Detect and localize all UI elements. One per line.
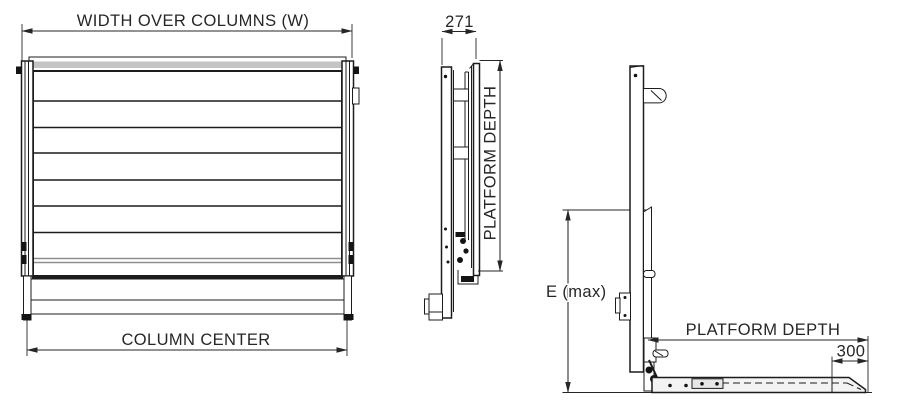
pump-nub <box>615 297 621 314</box>
stowed-platform-panel <box>32 70 343 280</box>
dim-deployed-platform-depth: PLATFORM DEPTH <box>647 321 869 393</box>
crossbar <box>453 88 469 102</box>
dim-300: 300 <box>831 343 869 379</box>
deck-outline <box>651 376 867 394</box>
dim-e-max: E (max) <box>545 209 648 393</box>
column-center-label: COLUMN CENTER <box>121 331 270 349</box>
linkage-pivot <box>460 238 466 244</box>
right-column <box>341 60 360 321</box>
front-view: WIDTH OVER COLUMNS (W) <box>16 12 360 356</box>
bolt-dot <box>715 382 719 386</box>
stowed-depth-value: 271 <box>445 13 474 31</box>
platform-deck <box>651 376 867 394</box>
platform-top-edge <box>469 63 474 69</box>
bolt-dot <box>700 382 704 386</box>
column-foot <box>21 314 32 320</box>
bolt-dot <box>443 74 448 79</box>
bolt-dot <box>633 73 638 78</box>
hinge-dashed-line <box>846 382 862 390</box>
latch-mark <box>348 255 353 264</box>
deployed-platform-depth-label: PLATFORM DEPTH <box>686 321 841 339</box>
column-lower <box>343 275 352 321</box>
mount-nub <box>353 66 359 74</box>
linkage-pivot <box>463 248 469 254</box>
column-lower <box>23 275 32 321</box>
side-bracket <box>352 87 360 105</box>
pivot-dot <box>645 366 653 374</box>
column-foot <box>343 314 354 320</box>
column-top-edge <box>629 65 644 68</box>
column-outline <box>440 66 453 319</box>
bolt-dot <box>623 314 627 317</box>
bridge-plate-stack <box>29 278 347 315</box>
deployed-column <box>615 65 667 373</box>
top-rail <box>28 56 347 72</box>
mount-nub <box>16 66 22 74</box>
pump-nub <box>424 298 430 315</box>
column-outline <box>629 65 645 373</box>
platform-plate <box>472 62 481 277</box>
stowed-column <box>424 66 454 321</box>
stack-outline <box>29 278 347 315</box>
side-view-deployed: E (max) <box>545 65 872 394</box>
stowed-carriage <box>453 71 479 285</box>
left-column <box>16 60 34 321</box>
stowed-platform-depth-label: PLATFORM DEPTH <box>482 86 500 241</box>
dim-stowed-platform-depth: PLATFORM DEPTH <box>478 60 503 272</box>
pump-box <box>428 293 443 321</box>
rollstop-value: 300 <box>837 343 866 361</box>
linkage-block <box>455 232 465 237</box>
roller-hatch <box>654 350 664 357</box>
bolt-dot <box>444 227 447 231</box>
side-view-stowed: 271 <box>424 13 503 321</box>
bolt-dot <box>623 296 627 299</box>
handle <box>643 88 667 104</box>
deck-bracket-plate <box>691 378 724 389</box>
foot-block <box>461 276 474 282</box>
width-over-columns-label: WIDTH OVER COLUMNS (W) <box>77 12 309 30</box>
bolt-dot <box>445 245 448 249</box>
bolt-dot <box>684 383 688 388</box>
latch-mark <box>348 242 353 251</box>
latch-mark <box>22 255 27 264</box>
panel-outline <box>32 70 343 280</box>
bolt-dot <box>668 383 672 388</box>
e-max-label: E (max) <box>546 283 607 301</box>
foot-hook <box>457 270 479 285</box>
folded-platform <box>469 62 481 277</box>
crossbar <box>453 146 469 160</box>
dim-width-over-columns: WIDTH OVER COLUMNS (W) <box>21 12 353 64</box>
dim-271: 271 <box>441 13 477 65</box>
release-pin <box>643 270 656 278</box>
linkage-pivot <box>457 257 463 263</box>
bolt-dot <box>446 260 450 264</box>
dim-column-center: COLUMN CENTER <box>26 320 348 356</box>
rail-band <box>30 61 345 68</box>
handle-hatch <box>650 90 662 101</box>
latch-mark <box>22 242 27 251</box>
